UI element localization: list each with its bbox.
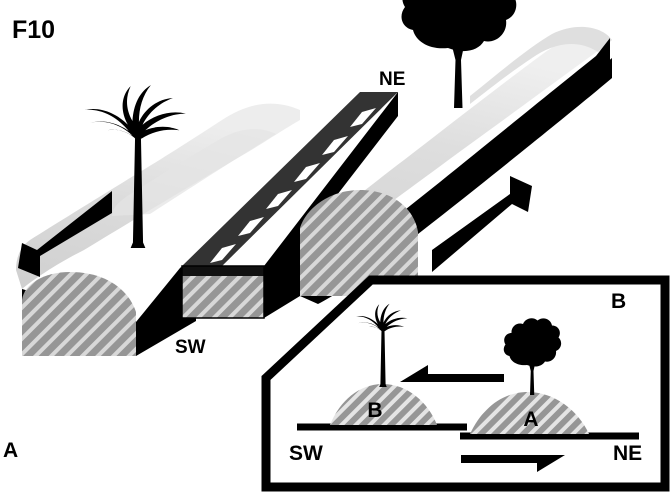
road-block (180, 92, 398, 319)
road-block-end-band (182, 266, 264, 276)
inset-panel-border (261, 275, 670, 492)
road-block-side-wall (264, 92, 398, 318)
block-southwest (16, 85, 300, 356)
mound-b (330, 384, 437, 425)
hill-cross-section-southwest (22, 272, 136, 356)
motion-arrow-northeast (432, 176, 532, 272)
block-diagram: F10 NE SW A (3, 0, 612, 462)
block-southwest-front-wall (136, 260, 196, 356)
mound-b-label: B (367, 399, 382, 422)
inset-label-southwest: SW (289, 442, 323, 465)
mound-a (470, 392, 589, 434)
label-southwest-main: SW (175, 337, 206, 358)
cross-section-inset: B A B SW NE (261, 275, 670, 492)
block-northeast (300, 0, 612, 304)
inset-label-northeast: NE (613, 442, 642, 465)
ridge-crest-highlight (112, 129, 276, 216)
road-center-line (210, 108, 376, 263)
label-northeast-main: NE (379, 69, 405, 90)
figure-id-label: F10 (12, 16, 55, 44)
road-block-end-face (182, 276, 264, 318)
road-surface (180, 92, 398, 270)
label-part-a: A (3, 439, 18, 462)
hill-cross-section-northeast (300, 190, 418, 296)
mound-a-label: A (523, 408, 538, 431)
ridge-crest-northeast (470, 26, 612, 105)
motion-arrow-southwest (18, 191, 112, 277)
inset-label-part-b: B (611, 290, 626, 313)
